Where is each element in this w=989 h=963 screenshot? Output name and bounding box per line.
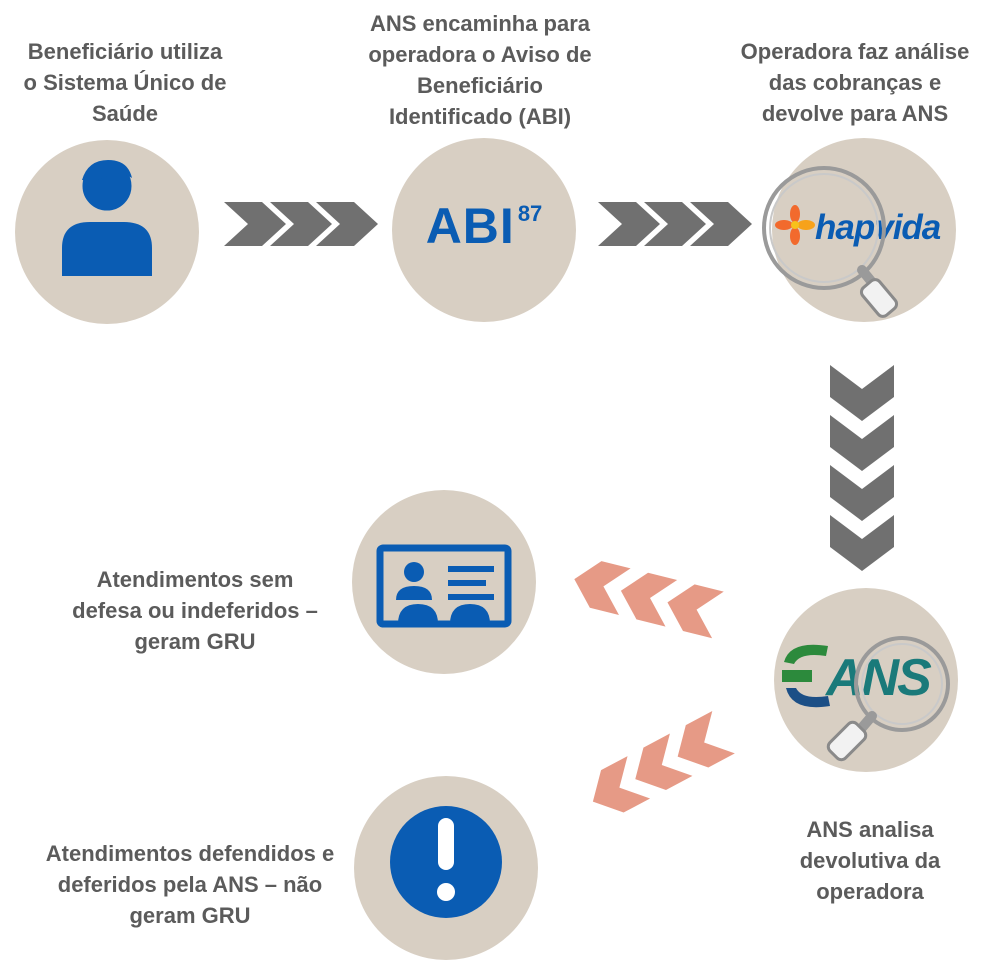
- hapvida-flower-icon: [775, 205, 815, 245]
- step-label-beneficiary: Beneficiário utiliza o Sistema Único de …: [23, 39, 227, 126]
- step-circle-abi: [392, 138, 576, 322]
- ans-swoosh-icon: [782, 644, 830, 708]
- outcome-label-no-gru: Atendimentos defendidos e deferidos pela…: [45, 841, 335, 928]
- step-label-operator: Operadora faz análise das cobranças e de…: [740, 39, 970, 126]
- arrow-right-1: [224, 202, 378, 246]
- exclamation-icon: [390, 806, 502, 918]
- outcome-label-gru: Atendimentos sem defesa ou indeferidos –…: [72, 567, 318, 654]
- arrow-to-no-gru: [592, 711, 735, 813]
- ans-logo-text: ANS: [826, 649, 932, 707]
- magnifier-icon-operator: [762, 166, 899, 318]
- arrow-right-2: [598, 202, 752, 246]
- ans-logo: ANS: [826, 646, 956, 710]
- step-label-abi: ANS encaminha para operadora o Aviso de …: [368, 11, 592, 129]
- arrow-to-gru: [574, 561, 724, 639]
- id-card-icon: [376, 544, 512, 628]
- person-icon: [62, 158, 152, 276]
- abi-badge-number: 87: [517, 201, 543, 226]
- magnifier-icon-ans: [826, 636, 950, 762]
- step-label-ans-review: ANS analisa devolutiva da operadora: [799, 817, 941, 904]
- arrow-down: [830, 365, 894, 571]
- abi-badge-text: ABI: [425, 198, 515, 254]
